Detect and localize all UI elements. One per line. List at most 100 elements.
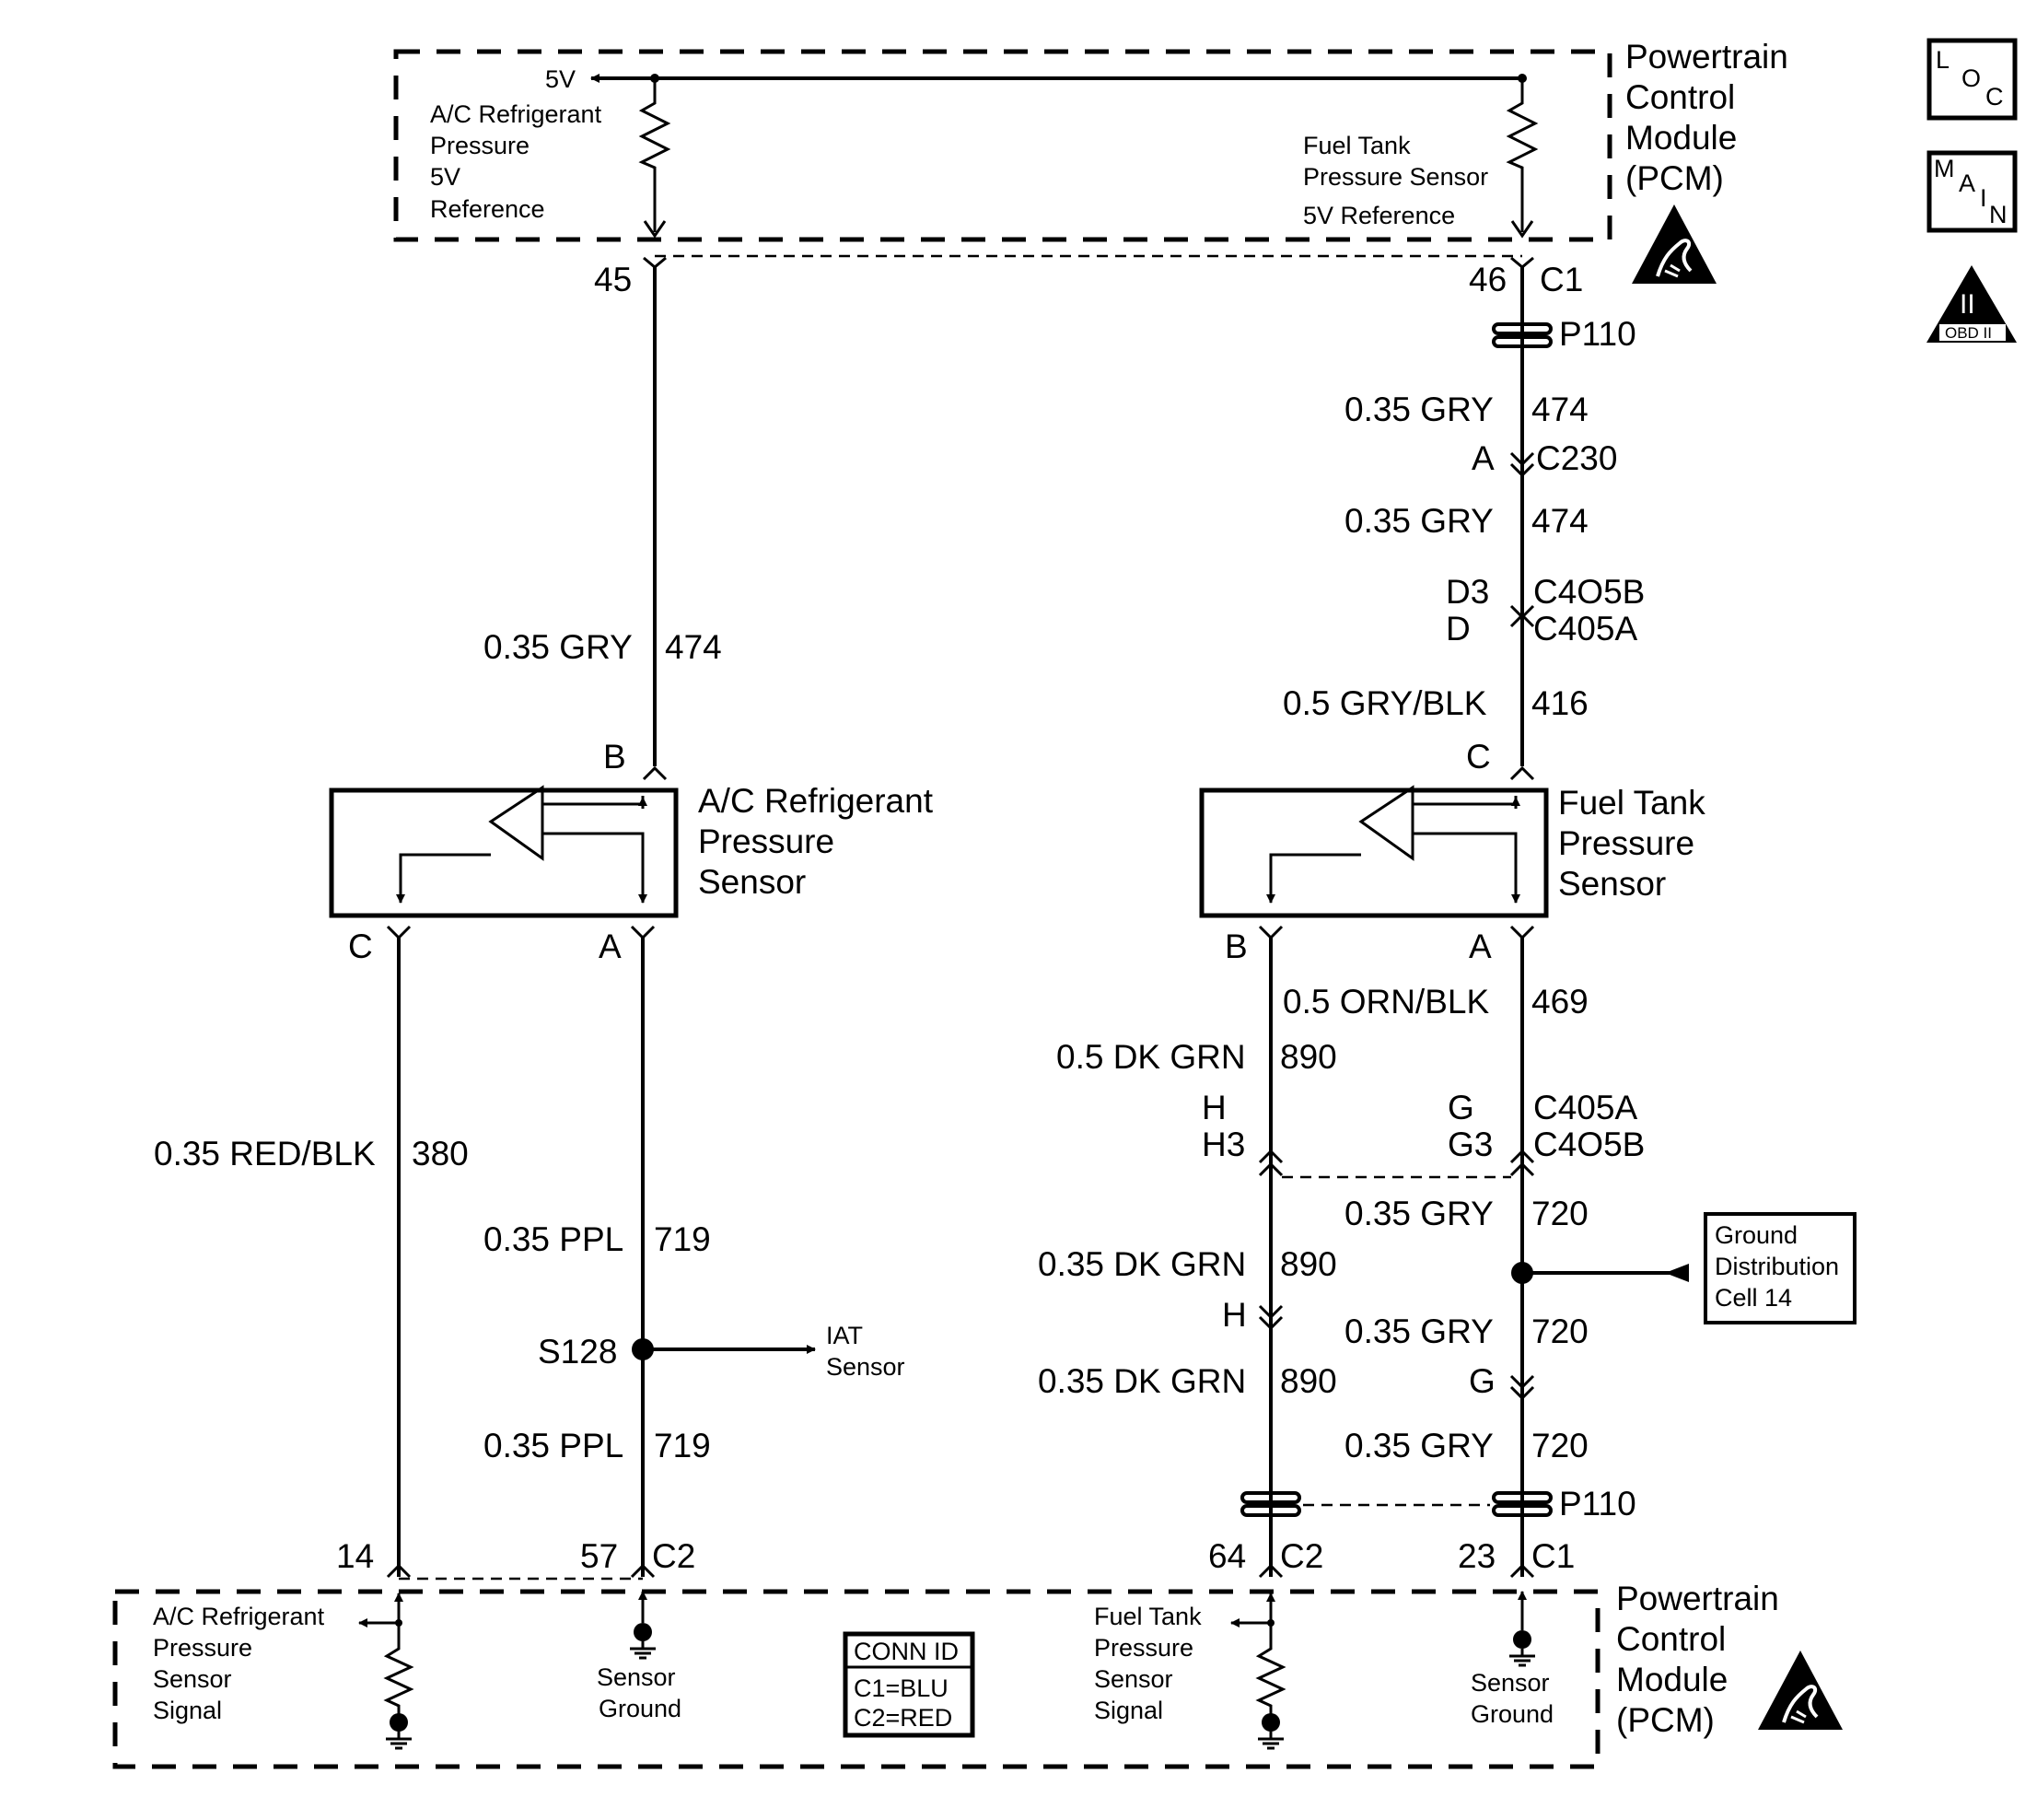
w720c-label: 0.35 GRY bbox=[1344, 1427, 1494, 1464]
c405-g-connector bbox=[1509, 1149, 1535, 1177]
ac-sig-label-1: A/C Refrigerant bbox=[153, 1603, 325, 1630]
right-474a-label: 0.35 GRY bbox=[1344, 391, 1494, 428]
ft-sensor-pin-a-connector bbox=[1509, 925, 1535, 940]
c230-pin-a: A bbox=[1472, 439, 1495, 477]
obd-label: OBD II bbox=[1945, 324, 1992, 342]
ac-ref-label-2: Pressure bbox=[430, 132, 530, 159]
c405a-pin-h: H bbox=[1202, 1089, 1227, 1126]
left-474-label: 0.35 GRY bbox=[483, 628, 633, 666]
pin57-connector bbox=[630, 1563, 656, 1579]
ground-distribution-box bbox=[1704, 1212, 1857, 1324]
left-474-num: 474 bbox=[665, 628, 722, 666]
ft-sensor-pin-b-connector bbox=[1258, 925, 1284, 940]
esd-warning-icon bbox=[1630, 203, 1718, 286]
ac-sensor-box bbox=[329, 788, 679, 918]
c230-g-connector bbox=[1509, 1374, 1535, 1401]
gnd-dist-label-2: Distribution bbox=[1715, 1253, 1839, 1280]
c2-right-label: C2 bbox=[1280, 1537, 1323, 1575]
ft-sensor-pin-a: A bbox=[1469, 928, 1492, 965]
w719b-num: 719 bbox=[654, 1427, 711, 1464]
w720b-label: 0.35 GRY bbox=[1344, 1312, 1494, 1350]
esd-warning-bottom-icon bbox=[1756, 1649, 1845, 1732]
c230-label: C230 bbox=[1536, 439, 1617, 477]
p110-top-label: P110 bbox=[1559, 315, 1636, 353]
pin14-connector bbox=[386, 1563, 412, 1579]
ft-signal-resistor bbox=[1255, 1604, 1286, 1715]
ft-ref-label-2: Pressure Sensor bbox=[1303, 163, 1488, 191]
c405a-lower-label: C405A bbox=[1533, 1089, 1637, 1126]
ft-sensor-pin-c: C bbox=[1466, 738, 1491, 776]
right-474a-num: 474 bbox=[1531, 391, 1589, 428]
sensor-ground-2-icon bbox=[1507, 1628, 1537, 1667]
c405b-pin: D3 bbox=[1446, 573, 1489, 611]
w720a-num: 720 bbox=[1531, 1195, 1589, 1232]
ac-sig-label-2: Pressure bbox=[153, 1634, 252, 1662]
loc-o: O bbox=[1961, 64, 1981, 92]
ac-ref-label-3: 5V bbox=[430, 163, 460, 191]
ft-sensor-box bbox=[1199, 788, 1549, 918]
ft-sig-label-3: Sensor bbox=[1094, 1665, 1173, 1693]
c230-a-connector bbox=[1509, 451, 1535, 478]
main-i: I bbox=[1980, 184, 1987, 212]
pcm-bottom-title-4: (PCM) bbox=[1616, 1701, 1715, 1739]
right-upper-circuit: P110 0.35 GRY 474 A C230 0.35 GRY 474 D3… bbox=[1283, 267, 1645, 781]
ac-sensor-pin-c: C bbox=[348, 928, 373, 965]
w890b-num: 890 bbox=[1280, 1245, 1337, 1283]
pcm-top-title-1: Powertrain bbox=[1625, 38, 1788, 76]
c405b-pin-g3: G3 bbox=[1448, 1126, 1493, 1163]
ac-sig-label-4: Signal bbox=[153, 1697, 222, 1724]
ft-sensor-title-3: Sensor bbox=[1558, 865, 1666, 903]
ac-sensor-title-2: Pressure bbox=[698, 822, 834, 860]
pcm-bottom-title-2: Control bbox=[1616, 1620, 1726, 1658]
ac-ref-arrow bbox=[643, 220, 667, 239]
p110-top-connector bbox=[1492, 322, 1553, 335]
ac-sensor-title-1: A/C Refrigerant bbox=[698, 782, 934, 820]
pcm-top-title-3: Module bbox=[1625, 119, 1737, 157]
w890c-label: 0.35 DK GRN bbox=[1038, 1362, 1246, 1400]
gnd-dist-label-1: Ground bbox=[1715, 1221, 1798, 1249]
ft-ref-label-3: 5V Reference bbox=[1303, 202, 1455, 229]
ac-sensor-title-3: Sensor bbox=[698, 863, 806, 901]
ac-ref-resistor bbox=[638, 78, 671, 232]
pin45-connector bbox=[643, 256, 667, 269]
ground-dist-arrow bbox=[1665, 1264, 1689, 1282]
ft-sensor-title-1: Fuel Tank bbox=[1558, 784, 1705, 822]
pcm-bottom: 14 57 C2 64 C2 23 C1 Powertrain Control … bbox=[112, 1537, 1845, 1769]
pcm-bottom-border bbox=[112, 1589, 1600, 1769]
gnd-dist-label-3: Cell 14 bbox=[1715, 1284, 1792, 1312]
ac-ref-label-4: Reference bbox=[430, 195, 545, 223]
ac-signal-ground-icon bbox=[384, 1711, 413, 1750]
c1-top-label: C1 bbox=[1540, 261, 1583, 298]
ac-signal-resistor bbox=[383, 1604, 414, 1715]
ft-sig-label-2: Pressure bbox=[1094, 1634, 1193, 1662]
conn-id-c1: C1=BLU bbox=[854, 1674, 949, 1702]
w380-label: 0.35 RED/BLK bbox=[154, 1135, 376, 1172]
w890b-label: 0.35 DK GRN bbox=[1038, 1245, 1246, 1283]
pin23-connector bbox=[1509, 1563, 1535, 1579]
pin64-connector bbox=[1258, 1563, 1284, 1579]
pcm-top: Powertrain Control Module (PCM) 5V A/C R… bbox=[393, 38, 1788, 298]
right-lower-circuit: 0.5 ORN/BLK 469 0.5 DK GRN 890 H H3 G G3… bbox=[1038, 938, 1857, 1577]
fuel-tank-pressure-sensor: Fuel Tank Pressure Sensor B A bbox=[1199, 784, 1705, 965]
c230-pin-h: H bbox=[1222, 1296, 1247, 1334]
ac-sensor-pin-b-connector bbox=[642, 765, 668, 781]
p110-lower-label: P110 bbox=[1559, 1485, 1636, 1522]
pin45-label: 45 bbox=[594, 261, 632, 298]
ac-sensor-pin-b: B bbox=[603, 738, 626, 776]
c405b-label: C4O5B bbox=[1533, 573, 1645, 611]
main-n: N bbox=[1989, 201, 2008, 228]
sensor-ground-1-icon bbox=[628, 1621, 658, 1660]
gnd1-label-2: Ground bbox=[599, 1695, 681, 1722]
main-a: A bbox=[1959, 169, 1975, 197]
conn-id-title: CONN ID bbox=[854, 1638, 959, 1665]
right-474b-num: 474 bbox=[1531, 502, 1589, 540]
ft-sensor-pin-c-connector bbox=[1509, 765, 1535, 781]
ft-sig-label-4: Signal bbox=[1094, 1697, 1163, 1724]
loc-icon: L O C bbox=[1926, 38, 2018, 121]
five-v-label: 5V bbox=[545, 65, 576, 93]
w720b-num: 720 bbox=[1531, 1312, 1589, 1350]
w469-num: 469 bbox=[1531, 983, 1589, 1021]
ft-ref-resistor bbox=[1506, 78, 1539, 232]
pin46-label: 46 bbox=[1469, 261, 1507, 298]
c2-left-label: C2 bbox=[652, 1537, 695, 1575]
